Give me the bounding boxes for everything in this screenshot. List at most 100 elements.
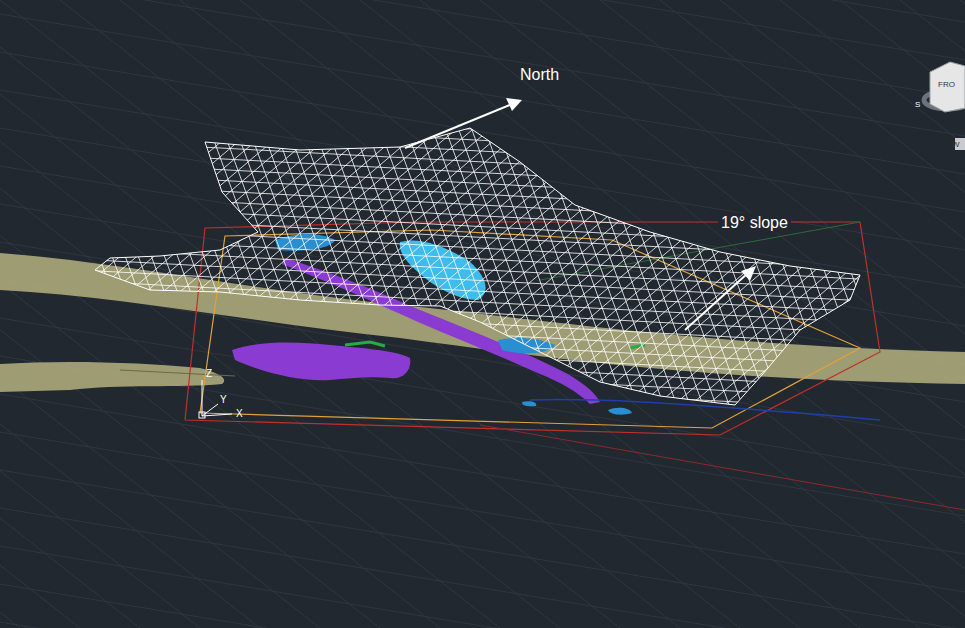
grid-line: [324, 0, 965, 515]
grid-line: [452, 0, 772, 595]
grid-line: [760, 0, 965, 628]
grid-line: [0, 0, 326, 373]
grid-line: [0, 0, 662, 433]
grid-line: [198, 0, 965, 493]
annotation-label: 19° slope: [718, 213, 791, 233]
grid-line: [0, 0, 156, 485]
grid-line: [534, 0, 965, 553]
pond-feature: [522, 401, 536, 406]
grid-line: [2, 0, 802, 458]
grid-line: [0, 0, 536, 410]
grid-line: [590, 0, 965, 563]
stream-line: [530, 400, 880, 420]
grid-line: [0, 0, 916, 45]
grid-line: [450, 0, 965, 538]
grid-line: [226, 0, 965, 498]
grid-line: [256, 0, 576, 560]
grid-line: [44, 0, 844, 465]
grid-line: [914, 0, 965, 628]
grid-line: [228, 0, 548, 555]
grid-line: [0, 0, 184, 490]
grid-line: [0, 0, 578, 418]
grid-line: [0, 222, 965, 418]
grid-line: [30, 0, 830, 463]
mesh-outline: [95, 128, 860, 405]
grid-line: [0, 2, 965, 198]
axis-label: X: [236, 408, 243, 420]
grid-line: [0, 0, 908, 23]
grid-line: [0, 622, 965, 628]
grid-line: [0, 0, 312, 370]
grid-line: [0, 0, 912, 34]
road-edge: [120, 370, 235, 376]
grid-line: [884, 0, 965, 615]
grid-line: [0, 0, 648, 430]
grid-line: [0, 299, 965, 495]
grid-line: [662, 0, 965, 628]
grid-line: [0, 0, 270, 363]
grid-line: [870, 0, 965, 613]
grid-line: [0, 0, 186, 348]
grid-line: [0, 0, 200, 350]
grid-line: [0, 574, 965, 628]
grid-line: [0, 365, 965, 561]
grid-line: [788, 0, 965, 628]
grid-line: [0, 145, 965, 341]
grid-line: [0, 0, 226, 498]
grid-line: [100, 0, 900, 475]
grid-line: [898, 0, 965, 618]
grid-line: [186, 0, 506, 548]
grid-line: [816, 0, 965, 628]
grid-line: [60, 0, 860, 628]
grid-line: [0, 420, 965, 616]
grid-line: [0, 0, 88, 330]
grid-line: [0, 546, 965, 628]
grid-line: [604, 0, 965, 565]
grid-line: [0, 618, 965, 628]
grid-line: [0, 376, 965, 572]
axis-label: Y: [220, 394, 227, 406]
grid-line: [0, 0, 268, 505]
grid-line: [58, 0, 858, 468]
grid-line: [352, 0, 965, 520]
grid-line: [830, 0, 965, 628]
grid-line: [0, 0, 965, 60]
grid-line: [646, 0, 965, 573]
grid-line: [408, 0, 965, 530]
grid-line: [0, 0, 900, 1]
grid-line: [0, 310, 965, 506]
grid-line: [0, 530, 965, 628]
grid-line: [0, 0, 140, 628]
grid-line: [296, 0, 965, 510]
grid-line: [156, 0, 956, 485]
grid-line: [0, 0, 956, 155]
grid-line: [422, 0, 965, 533]
grid-line: [480, 0, 800, 600]
grid-line: [0, 431, 965, 627]
grid-line: [0, 52, 965, 212]
grid-line: [212, 0, 965, 495]
grid-line: [0, 0, 774, 453]
grid-line: [716, 0, 965, 585]
grid-line: [158, 0, 478, 543]
grid-line: [772, 0, 965, 595]
grid-line: [0, 0, 928, 78]
grid-line: [814, 0, 965, 603]
grid-line: [0, 0, 438, 393]
grid-line: [0, 0, 940, 111]
pond-feature: [608, 408, 632, 415]
grid-line: [0, 0, 920, 56]
grid-line: [0, 0, 904, 12]
grid-line: [282, 0, 965, 508]
grid-line: [620, 0, 940, 625]
grid-line: [0, 0, 760, 450]
grid-line: [410, 0, 730, 588]
grid-line: [72, 0, 872, 470]
grid-line: [0, 0, 198, 493]
grid-line: [0, 277, 965, 473]
grid-line: [540, 0, 965, 628]
grid-line: [0, 0, 960, 166]
grid-line: [312, 0, 632, 570]
grid-line: [0, 0, 30, 463]
